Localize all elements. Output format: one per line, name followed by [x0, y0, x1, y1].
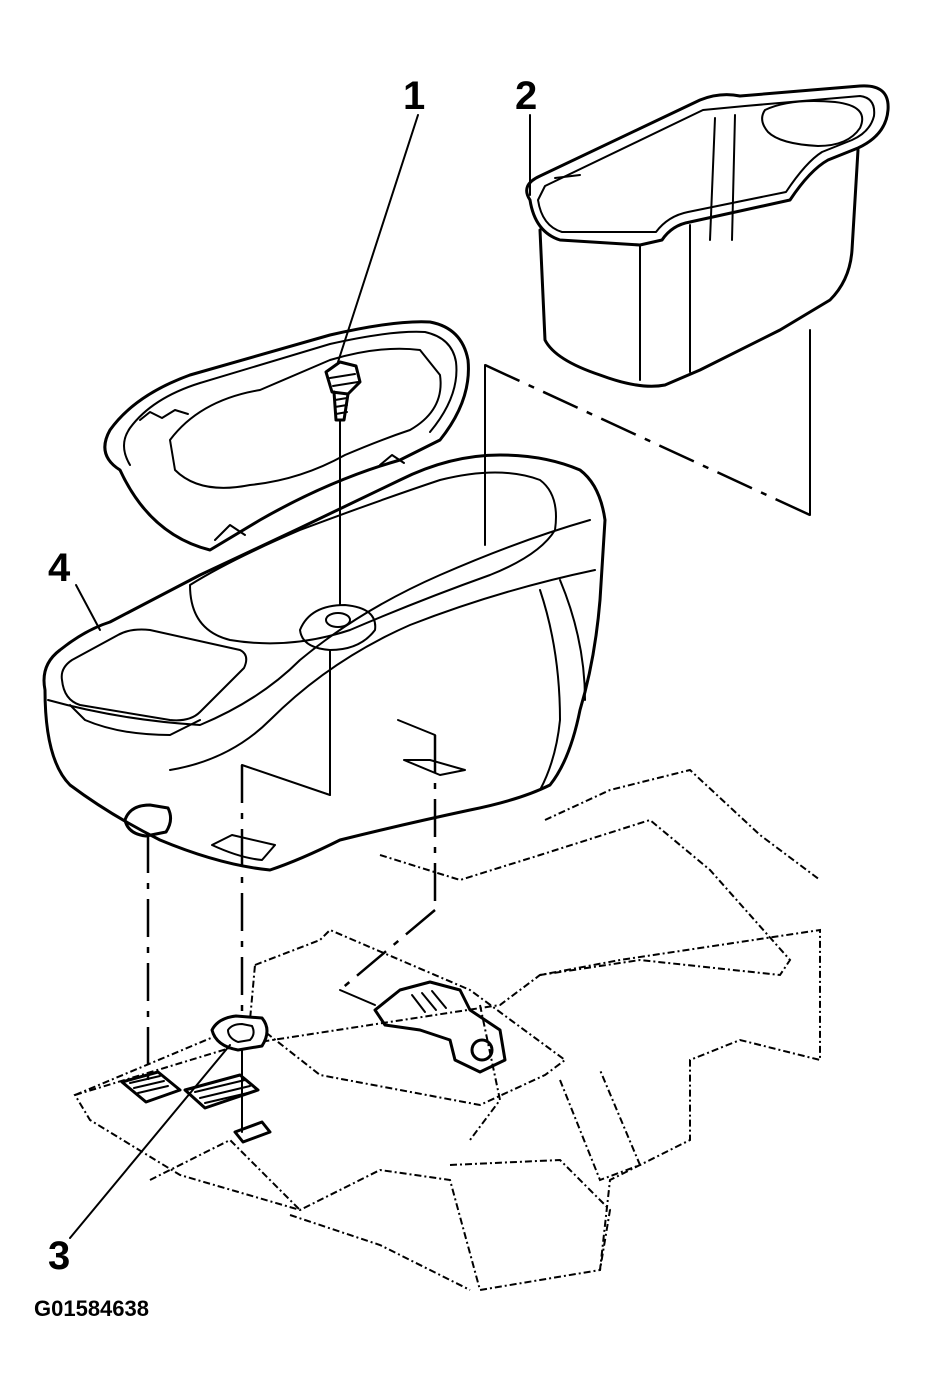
storage-insert [525, 84, 890, 388]
callout-1-bolt: 1 [403, 74, 426, 118]
figure-id: G01584638 [34, 1296, 149, 1321]
leader-4 [75, 584, 101, 631]
callout-4-console: 4 [48, 546, 71, 590]
callout-3-retainer: 3 [48, 1234, 71, 1278]
assembly-lines [69, 114, 811, 1239]
leader-3 [69, 1044, 231, 1239]
bolt [324, 360, 362, 422]
floor-anchor-left [120, 1070, 272, 1144]
floor-bracket-right [373, 980, 507, 1074]
console-body [42, 320, 607, 872]
leader-1 [337, 114, 419, 363]
callout-2-storage-insert: 2 [515, 74, 538, 118]
floor-panel [73, 768, 821, 1292]
retainer [210, 1014, 269, 1052]
